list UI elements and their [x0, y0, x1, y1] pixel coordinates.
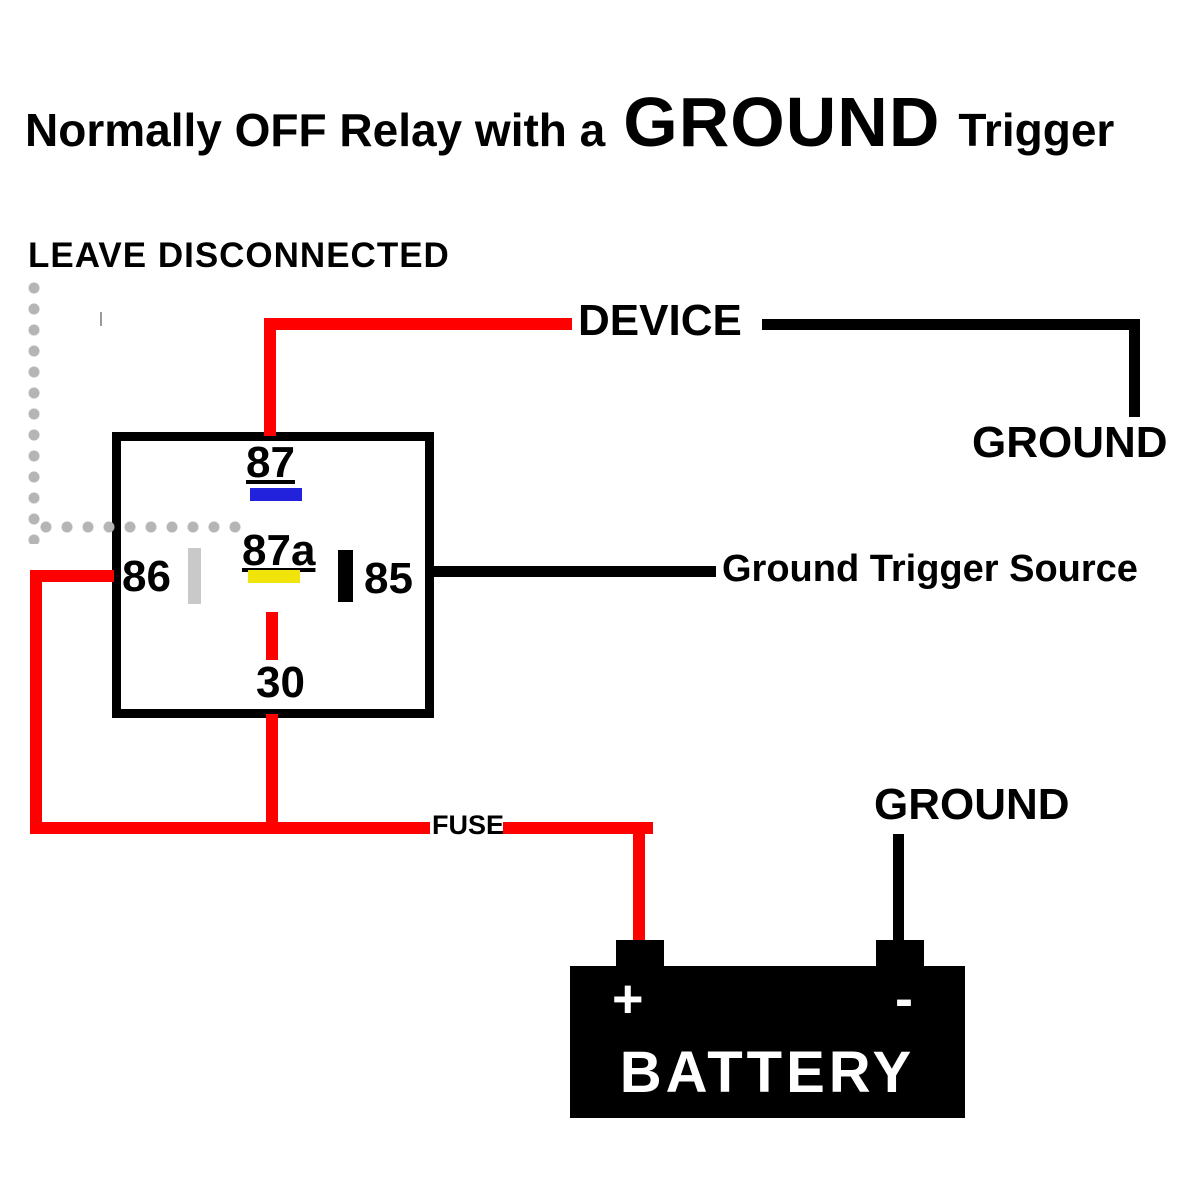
title-part-ground: GROUND	[623, 83, 941, 161]
relay-pin-85-label: 85	[364, 554, 413, 603]
wire-bottom-horizontal	[30, 822, 430, 834]
battery-positive-terminal	[616, 940, 664, 968]
wire-87-to-device-horizontal	[264, 318, 572, 330]
ground-battery-label: GROUND	[874, 780, 1070, 829]
title-part-1: Normally OFF Relay with a	[25, 104, 606, 156]
battery-body: + - BATTERY	[570, 966, 965, 1118]
dotted-wire-vertical	[28, 282, 40, 544]
relay-pin-87a-label: 87a	[242, 526, 316, 575]
battery-negative-sign: -	[895, 969, 913, 1029]
relay-box	[112, 432, 434, 718]
title-part-trigger: Trigger	[958, 104, 1115, 156]
ground-trigger-source-label: Ground Trigger Source	[722, 548, 1138, 590]
battery-positive-sign: +	[612, 969, 644, 1029]
relay-pin-87-label: 87	[246, 438, 295, 487]
ground-top-label: GROUND	[972, 418, 1168, 467]
relay-contact-87a-bar	[248, 570, 300, 583]
relay-contact-87-bar	[250, 488, 302, 501]
relay-pin-86-label: 86	[122, 552, 171, 601]
fuse-label: FUSE	[432, 810, 505, 840]
relay-coil-86-bar	[188, 548, 201, 604]
wire-device-to-ground-vertical	[1129, 319, 1140, 417]
battery-label: BATTERY	[619, 1040, 916, 1105]
device-label: DEVICE	[578, 296, 742, 345]
wire-30-vertical	[266, 714, 278, 834]
wire-87-to-device-vertical	[264, 318, 276, 436]
wire-device-to-ground-horizontal	[762, 319, 1140, 330]
leave-disconnected-label: LEAVE DISCONNECTED	[28, 236, 450, 275]
wire-fuse-to-battery-horizontal	[503, 822, 653, 834]
wire-left-vertical	[30, 570, 42, 834]
dotted-wire-horizontal	[40, 521, 250, 533]
wire-battery-positive-vertical	[633, 822, 645, 944]
relay-coil-85-bar	[338, 550, 353, 602]
wire-85-to-trigger	[434, 566, 716, 577]
battery-negative-terminal	[876, 940, 924, 968]
diagram-title: Normally OFF Relay with a GROUND Trigger	[25, 82, 1114, 162]
relay-pin-30-label: 30	[256, 658, 305, 707]
stray-mark	[100, 312, 102, 326]
wire-battery-negative-vertical	[893, 834, 904, 944]
relay-30-internal-red-segment	[266, 612, 278, 660]
wire-86-horizontal	[30, 570, 114, 582]
